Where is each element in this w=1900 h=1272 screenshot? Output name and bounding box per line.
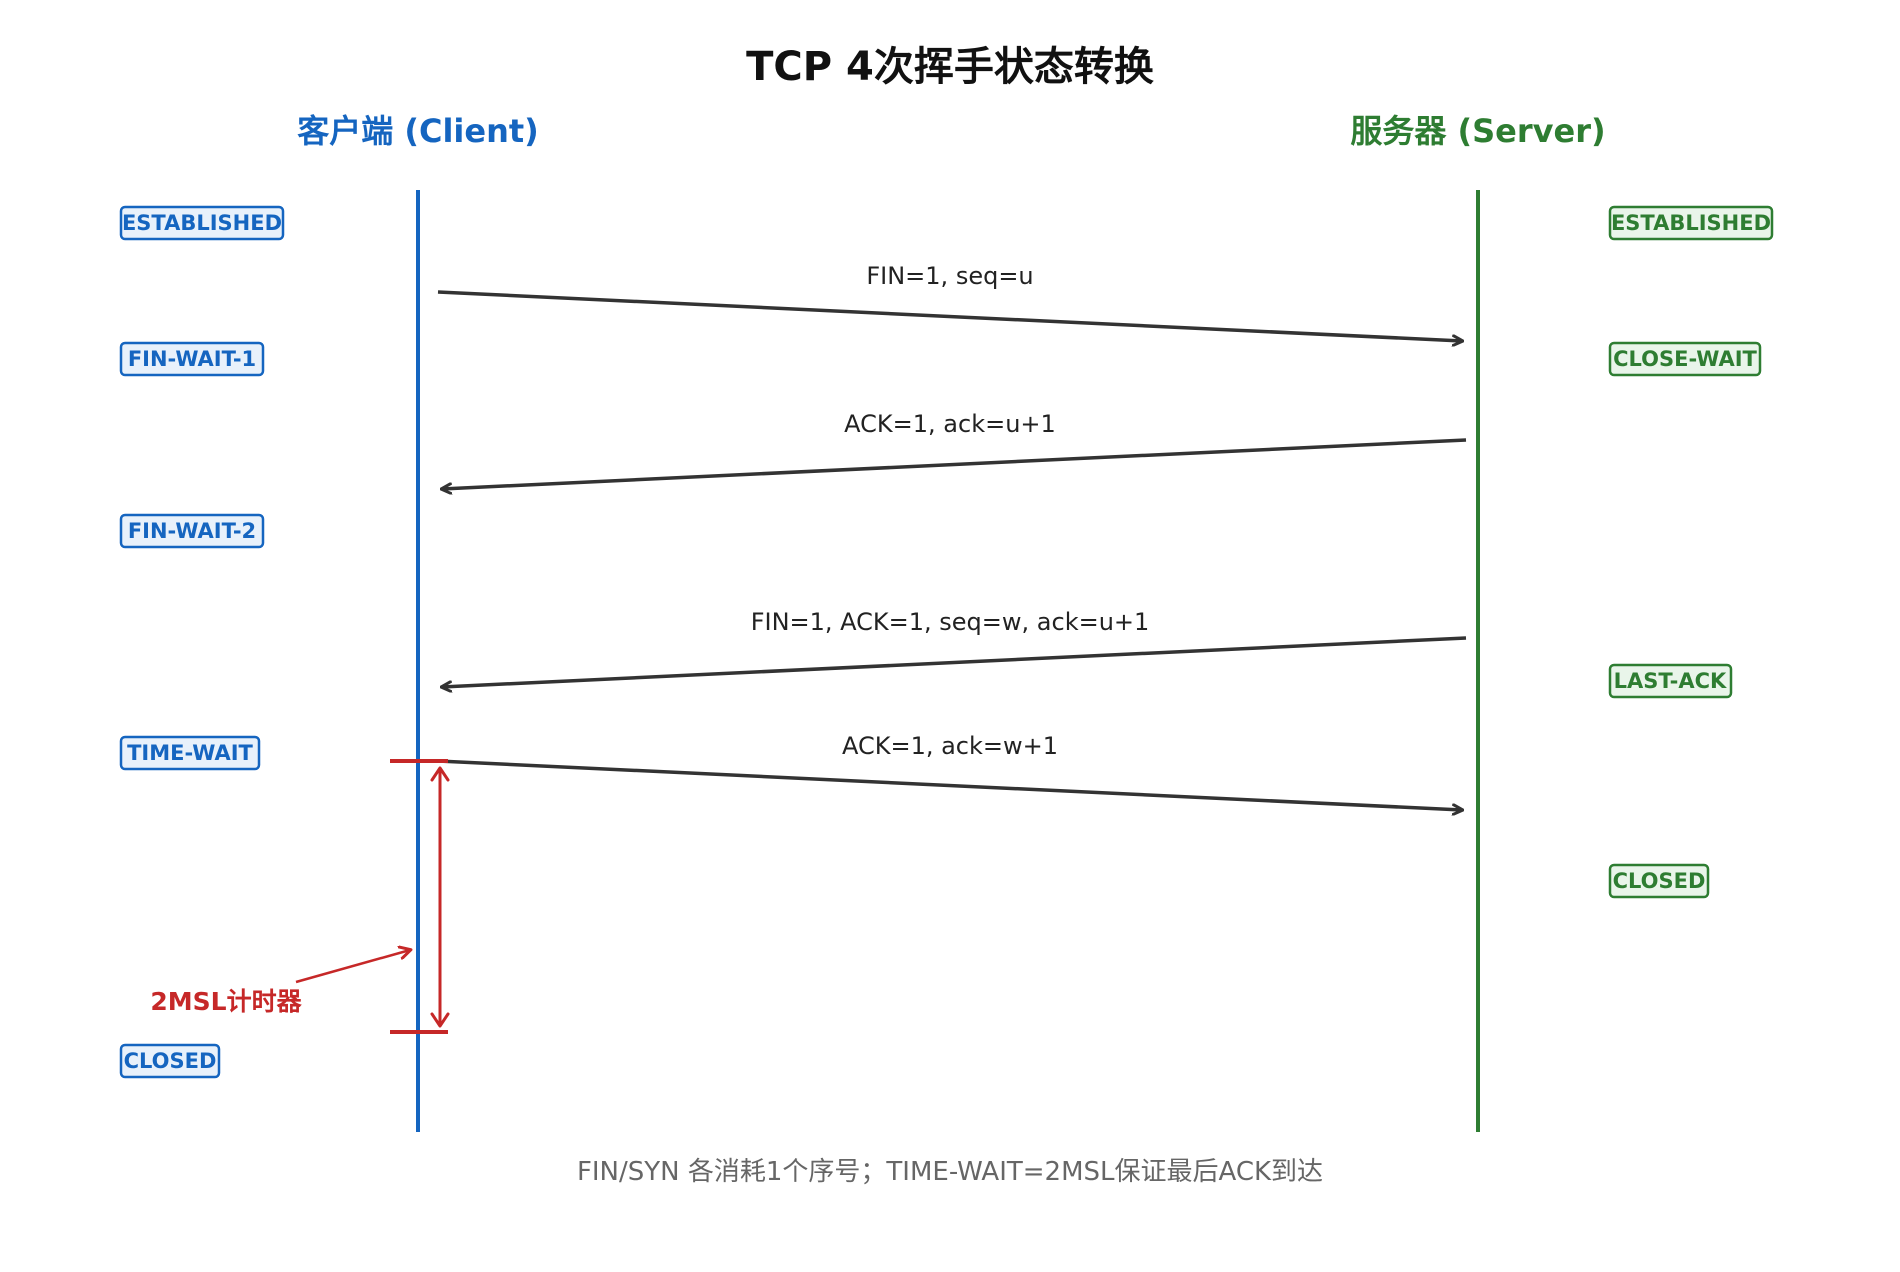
- message-fin-ack: FIN=1, ACK=1, seq=w, ack=u+1: [442, 608, 1467, 687]
- message-arrow: [442, 636, 1467, 687]
- state-label: FIN-WAIT-1: [128, 347, 256, 371]
- server-state-last-ack: LAST-ACK: [1608, 663, 1733, 699]
- state-label: CLOSED: [124, 1049, 217, 1073]
- client-state-fin-wait-2: FIN-WAIT-2: [119, 513, 265, 549]
- state-label: CLOSED: [1613, 869, 1706, 893]
- server-header: 服务器 (Server): [1350, 112, 1605, 150]
- message-ack-1: ACK=1, ack=u+1: [442, 410, 1467, 489]
- message-label: ACK=1, ack=u+1: [844, 410, 1056, 438]
- message-arrow: [437, 759, 1462, 810]
- diagram-title: TCP 4次挥手状态转换: [746, 44, 1154, 90]
- client-state-closed: CLOSED: [119, 1043, 221, 1079]
- server-state-closed: CLOSED: [1608, 863, 1710, 899]
- message-arrow: [442, 438, 1467, 489]
- footnote: FIN/SYN 各消耗1个序号；TIME-WAIT=2MSL保证最后ACK到达: [577, 1157, 1323, 1187]
- client-state-fin-wait-1: FIN-WAIT-1: [119, 341, 265, 377]
- timer-span-arrowhead-top: [430, 766, 450, 782]
- client-state-established: ESTABLISHED: [119, 205, 285, 241]
- message-ack-2: ACK=1, ack=w+1: [437, 732, 1462, 810]
- message-label: FIN=1, seq=u: [866, 262, 1033, 290]
- state-label: ESTABLISHED: [1611, 211, 1771, 235]
- state-label: FIN-WAIT-2: [128, 519, 256, 543]
- server-state-established: ESTABLISHED: [1608, 205, 1774, 241]
- timer-2msl: 2MSL计时器: [150, 759, 450, 1034]
- timer-span-arrowhead-bottom: [430, 1012, 450, 1028]
- server-state-close-wait: CLOSE-WAIT: [1608, 341, 1762, 377]
- message-fin: FIN=1, seq=u: [437, 262, 1462, 341]
- client-state-time-wait: TIME-WAIT: [119, 735, 261, 771]
- state-label: ESTABLISHED: [122, 211, 282, 235]
- client-header: 客户端 (Client): [297, 112, 539, 150]
- message-label: ACK=1, ack=w+1: [842, 732, 1058, 760]
- state-label: CLOSE-WAIT: [1613, 347, 1757, 371]
- message-label: FIN=1, ACK=1, seq=w, ack=u+1: [751, 608, 1150, 636]
- timer-label: 2MSL计时器: [150, 987, 302, 1016]
- state-label: LAST-ACK: [1614, 669, 1727, 693]
- state-label: TIME-WAIT: [127, 741, 253, 765]
- timer-pointer-arrow: [295, 950, 410, 984]
- message-arrow: [437, 290, 1462, 341]
